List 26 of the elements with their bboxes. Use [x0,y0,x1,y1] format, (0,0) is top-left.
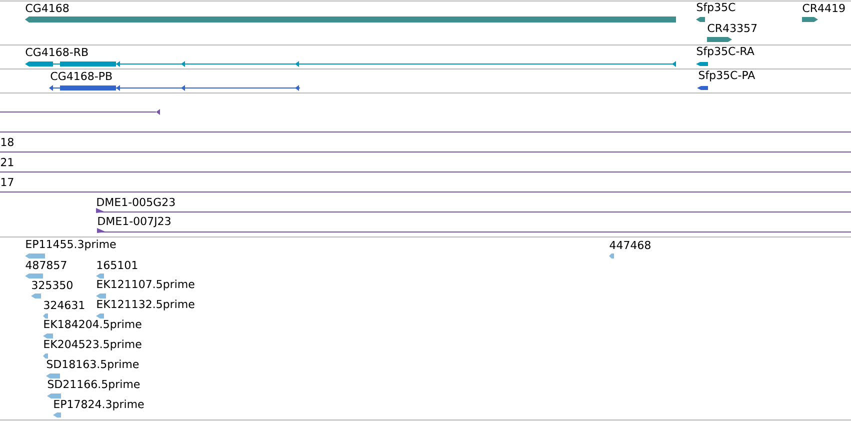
track-label: CG4168-RB [26,48,88,56]
track-label: EK121107.5prime [97,280,194,290]
track-label: DME1-007J23 [98,216,170,228]
track-label: 17 [1,178,14,186]
track-label: EP17824.3prime [54,400,144,410]
track-label: EK184204.5prime [44,320,142,330]
track-label: Sfp35C-PA [698,70,756,82]
track-label: CR43357 [708,24,757,32]
track-label: 18 [1,138,14,146]
track-label: EK204523.5prime [44,340,142,350]
track-label: EK121132.5prime [97,300,194,310]
track-label: SD18163.5prime [46,360,139,370]
track-label: Sfp35C-RA [696,46,754,58]
track-label: 21 [1,158,14,166]
track-label: CG4168 [26,4,69,12]
track-label: SD21166.5prime [48,380,140,390]
track-label: EP11455.3prime [26,240,116,250]
track-label: 447468 [610,240,650,250]
track-label: DME1-005G23 [97,198,175,206]
track-label: 487857 [26,260,66,270]
track-label: CG4168-PB [50,72,112,80]
track-label: Sfp35C [696,2,736,14]
track-label: 165101 [97,260,138,270]
track-label: CR4419 [802,4,845,12]
track-label: 324631 [44,300,84,310]
track-label: 325350 [32,280,72,290]
